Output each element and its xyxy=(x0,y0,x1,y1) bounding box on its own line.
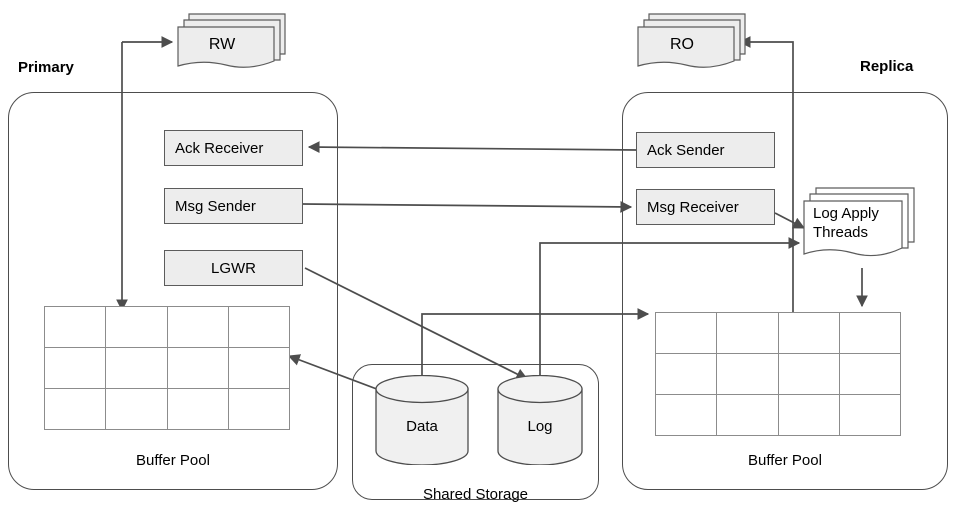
primary-panel xyxy=(8,92,338,490)
proc-lgwr[interactable]: LGWR xyxy=(164,250,303,286)
log-apply-threads-stack[interactable]: Log Apply Threads xyxy=(800,186,920,270)
buffer-pool-cell xyxy=(45,307,107,348)
buffer-pool-cell xyxy=(839,354,901,395)
buffer-pool-cell xyxy=(717,313,779,354)
buffer-pool-cell xyxy=(45,348,107,389)
buffer-pool-cell xyxy=(656,313,718,354)
proc-msg-sender[interactable]: Msg Sender xyxy=(164,188,303,224)
primary-buffer-pool-grid xyxy=(44,306,290,430)
buffer-pool-cell xyxy=(228,348,290,389)
replica-panel xyxy=(622,92,948,490)
proc-msg-receiver-label: Msg Receiver xyxy=(647,198,739,216)
buffer-pool-cell xyxy=(656,395,718,436)
buffer-pool-cell xyxy=(106,348,168,389)
proc-lgwr-label: LGWR xyxy=(211,259,256,277)
buffer-pool-cell xyxy=(778,395,840,436)
buffer-pool-cell xyxy=(45,389,107,430)
buffer-pool-cell xyxy=(167,348,229,389)
shared-storage-caption: Shared Storage xyxy=(422,486,529,503)
buffer-pool-cell xyxy=(106,307,168,348)
primary-group-label: Primary xyxy=(18,59,74,76)
proc-ack-receiver[interactable]: Ack Receiver xyxy=(164,130,303,166)
buffer-pool-cell xyxy=(228,389,290,430)
proc-ack-sender-label: Ack Sender xyxy=(647,141,725,159)
buffer-pool-cell xyxy=(839,395,901,436)
primary-buffer-pool-caption: Buffer Pool xyxy=(136,452,210,469)
proc-msg-receiver[interactable]: Msg Receiver xyxy=(636,189,775,225)
buffer-pool-cell xyxy=(228,307,290,348)
buffer-pool-cell xyxy=(717,354,779,395)
buffer-pool-cell xyxy=(656,354,718,395)
proc-msg-sender-label: Msg Sender xyxy=(175,197,256,215)
buffer-pool-cell xyxy=(106,389,168,430)
log-store-cylinder[interactable]: Log xyxy=(496,375,584,465)
proc-ack-receiver-label: Ack Receiver xyxy=(175,139,264,157)
buffer-pool-cell xyxy=(167,389,229,430)
buffer-pool-cell xyxy=(778,313,840,354)
replica-buffer-pool-caption: Buffer Pool xyxy=(748,452,822,469)
buffer-pool-cell xyxy=(778,354,840,395)
shared-storage-panel xyxy=(352,364,599,500)
rw-client-stack[interactable]: RW xyxy=(173,10,291,70)
data-store-cylinder[interactable]: Data xyxy=(374,375,470,465)
buffer-pool-cell xyxy=(839,313,901,354)
proc-ack-sender[interactable]: Ack Sender xyxy=(636,132,775,168)
ro-client-stack[interactable]: RO xyxy=(633,10,751,70)
buffer-pool-cell xyxy=(167,307,229,348)
buffer-pool-cell xyxy=(717,395,779,436)
replica-group-label: Replica xyxy=(860,58,914,75)
replica-buffer-pool-grid xyxy=(655,312,901,436)
